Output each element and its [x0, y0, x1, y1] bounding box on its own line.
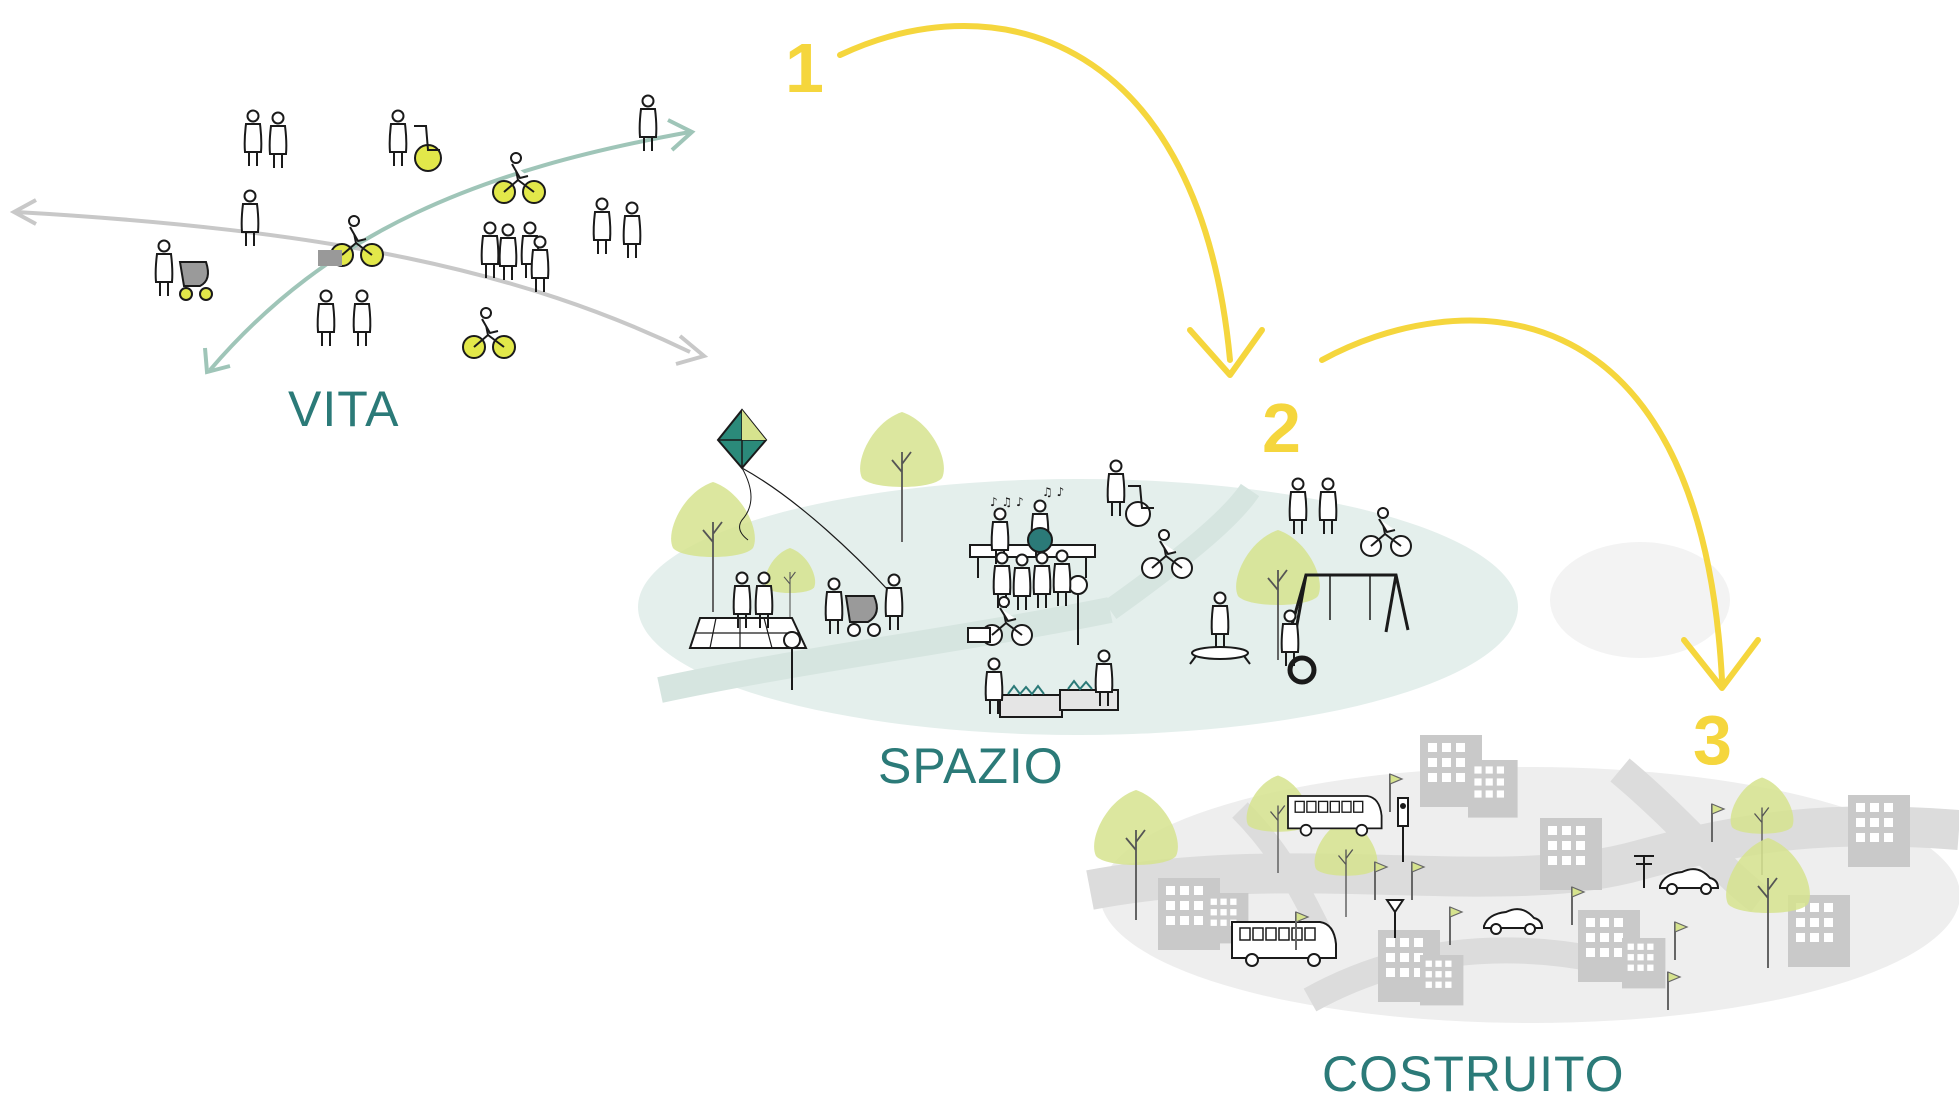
- bicycle-icon: [318, 215, 384, 267]
- arrow-1-to-2: [837, 23, 1233, 363]
- stroller-icon: [824, 577, 881, 637]
- movement-arrowhead-teal-bottom: [203, 347, 231, 375]
- person-icon: [316, 289, 372, 347]
- wheelchair-icon: [1106, 459, 1154, 527]
- person-icon: [480, 221, 550, 293]
- movement-path-teal: [208, 130, 691, 372]
- movement-arrowhead-gray-left: [9, 198, 37, 226]
- kite-icon: [716, 408, 889, 591]
- movement-arrowhead-teal-top: [667, 118, 696, 152]
- bicycle-icon: [462, 307, 516, 359]
- bicycle-icon: [967, 596, 1033, 646]
- movement-arrowhead-gray-right: [675, 334, 709, 366]
- label-vita: VITA: [288, 381, 400, 437]
- arrow-1-to-2-head: [1187, 327, 1265, 378]
- sign-icon: [783, 575, 1088, 690]
- vita-cluster: [9, 94, 709, 375]
- person-icon: [592, 197, 642, 259]
- person-icon: [243, 109, 288, 169]
- movement-path-gray: [15, 210, 691, 354]
- person-icon: [240, 189, 260, 247]
- svg-text:♪ ♫ ♪: ♪ ♫ ♪: [990, 495, 1024, 509]
- svg-text:♫ ♪: ♫ ♪: [1042, 485, 1064, 499]
- label-costruito: COSTRUITO: [1322, 1046, 1625, 1102]
- planter-icon: [984, 649, 1119, 718]
- process-arrows: [837, 23, 1761, 691]
- swing-icon: [1280, 573, 1410, 685]
- step-number-2: 2: [1262, 389, 1301, 467]
- costruito-cluster: [1086, 735, 1959, 1023]
- traffic-light-icon: [1385, 797, 1654, 938]
- trampoline-icon: [1189, 591, 1251, 665]
- label-spazio: SPAZIO: [878, 738, 1064, 794]
- stroller-icon: [154, 239, 213, 301]
- spazio-cluster: ♪ ♫ ♪ ♫ ♪: [638, 408, 1730, 735]
- step-number-3: 3: [1693, 701, 1732, 779]
- arrow-2-to-3-head: [1681, 637, 1761, 691]
- band-icon: ♪ ♫ ♪ ♫ ♪: [969, 485, 1096, 611]
- wheelchair-icon: [388, 109, 442, 172]
- arrow-2-to-3: [1319, 317, 1725, 683]
- step-number-1: 1: [785, 29, 824, 107]
- picnic-icon: [688, 571, 808, 649]
